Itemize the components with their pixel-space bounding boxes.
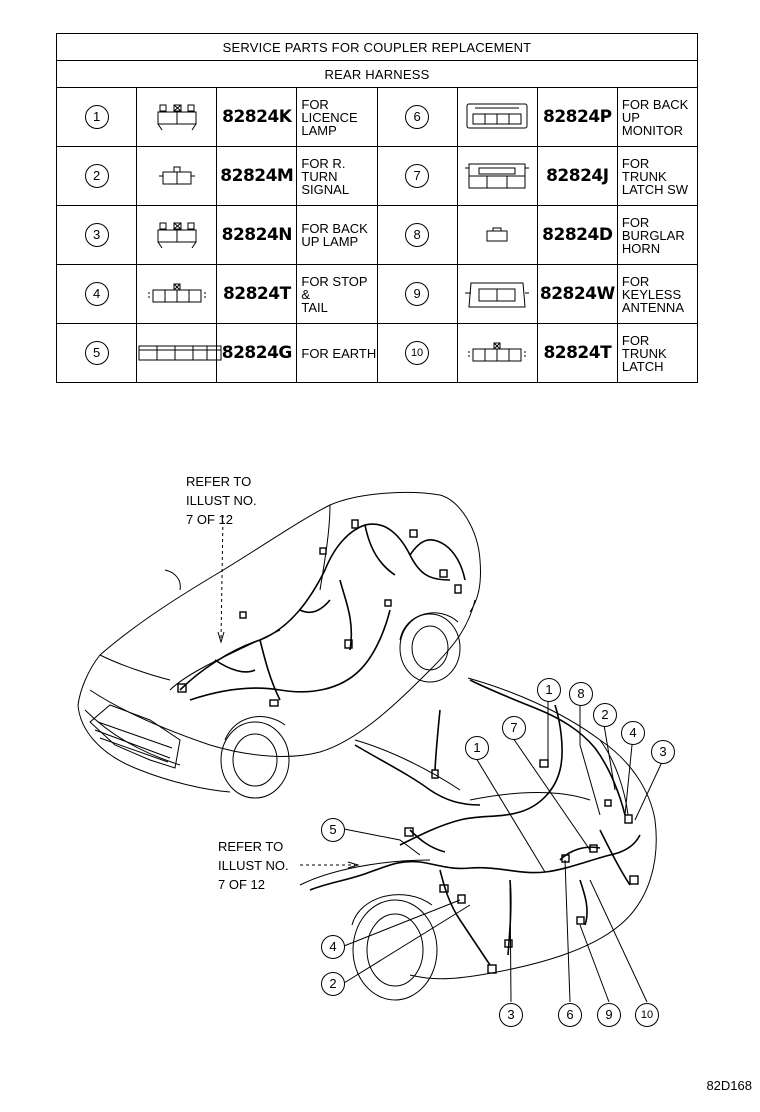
callout-10: 10 bbox=[635, 1003, 659, 1027]
table-title-row: SERVICE PARTS FOR COUPLER REPLACEMENT bbox=[56, 33, 698, 61]
callout-4-bottom: 4 bbox=[321, 935, 345, 959]
callout-leaders bbox=[343, 700, 663, 1003]
table-subtitle-row: REAR HARNESS bbox=[56, 60, 698, 88]
refer-leader-front bbox=[220, 514, 224, 641]
item-number-7: 7 bbox=[376, 146, 458, 206]
connector-3pin-tabbed-icon bbox=[136, 87, 218, 147]
part-number: 82824M bbox=[216, 146, 298, 206]
refer-label-front: REFER TO ILLUST NO. 7 OF 12 bbox=[186, 474, 257, 527]
connector-antenna-icon bbox=[456, 264, 538, 324]
table-subtitle: REAR HARNESS bbox=[56, 60, 698, 88]
part-description: FOR STOP &TAIL bbox=[296, 264, 378, 324]
connector-earth-block-icon bbox=[136, 323, 222, 383]
callout-3-top: 3 bbox=[651, 740, 675, 764]
callout-7: 7 bbox=[502, 716, 526, 740]
callout-1-top: 1 bbox=[537, 678, 561, 702]
table-title: SERVICE PARTS FOR COUPLER REPLACEMENT bbox=[56, 33, 698, 61]
callout-5: 5 bbox=[321, 818, 345, 842]
item-number-6: 6 bbox=[376, 87, 458, 147]
callout-4-top: 4 bbox=[621, 721, 645, 745]
callout-9: 9 bbox=[597, 1003, 621, 1027]
front-harness-connectors bbox=[177, 519, 462, 707]
front-harness-wiring bbox=[179, 523, 466, 701]
part-number: 82824N bbox=[216, 205, 298, 265]
refer-arrow-rear bbox=[347, 861, 360, 869]
part-number: 82824J bbox=[536, 146, 618, 206]
part-number: 82824P bbox=[536, 87, 618, 147]
callout-1-mid: 1 bbox=[465, 736, 489, 760]
part-number: 82824D bbox=[536, 205, 618, 265]
callout-2-top: 2 bbox=[593, 703, 617, 727]
rear-harness-connectors bbox=[404, 759, 639, 974]
item-number-4: 4 bbox=[55, 264, 138, 324]
callout-3-bottom: 3 bbox=[499, 1003, 523, 1027]
callout-2-bottom: 2 bbox=[321, 972, 345, 996]
connector-4pin-icon bbox=[456, 323, 538, 383]
item-number-2: 2 bbox=[55, 146, 138, 206]
part-number: 82824W bbox=[536, 264, 618, 324]
connector-2pin-icon bbox=[136, 146, 218, 206]
rear-car-illustration bbox=[299, 677, 657, 1001]
refer-arrow-front bbox=[217, 631, 225, 644]
part-description: FOR EARTH bbox=[296, 323, 378, 383]
diagram-code: 82D168 bbox=[706, 1078, 752, 1093]
front-car-illustration bbox=[77, 492, 481, 799]
callout-6: 6 bbox=[558, 1003, 582, 1027]
service-parts-table: SERVICE PARTS FOR COUPLER REPLACEMENT RE… bbox=[55, 33, 699, 383]
refer-label-rear: REFER TO ILLUST NO. 7 OF 12 bbox=[218, 839, 289, 892]
item-number-10: 10 bbox=[376, 323, 458, 383]
item-number-9: 9 bbox=[376, 264, 458, 324]
part-number: 82824G bbox=[216, 323, 298, 383]
connector-4pin-icon bbox=[136, 264, 218, 324]
callout-8: 8 bbox=[569, 682, 593, 706]
connector-multi-pin-icon bbox=[456, 87, 538, 147]
